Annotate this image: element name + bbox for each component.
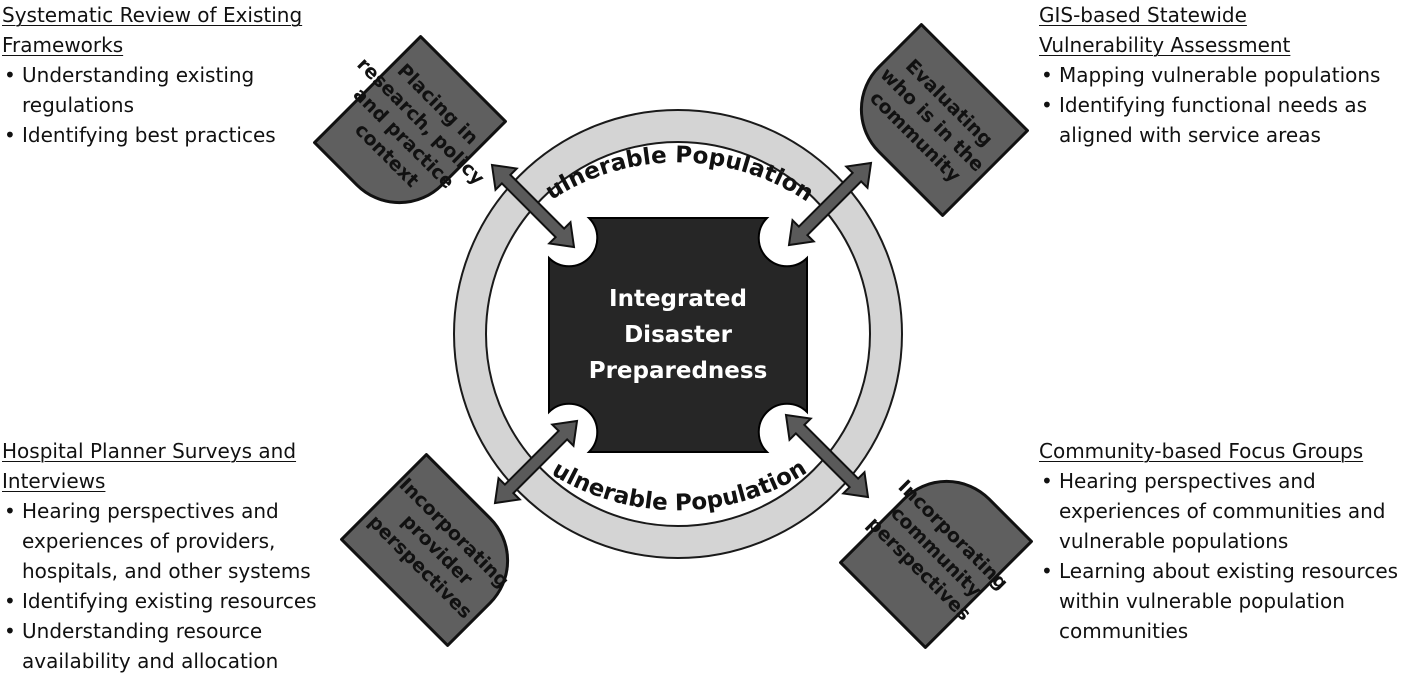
- bullet-text: experiences of communities and: [1059, 499, 1386, 523]
- bullet-item: Learning about existing resources within…: [1039, 556, 1401, 646]
- block-bl-heading-line-1: Hospital Planner Surveys and: [2, 439, 297, 463]
- block-systematic-review: Systematic Review of Existing Frameworks…: [2, 0, 332, 150]
- bullet-item: Mapping vulnerable populations: [1039, 60, 1401, 90]
- bullet-text: aligned with service areas: [1059, 123, 1321, 147]
- block-tl-bullets: Understanding existing regulations Ident…: [2, 60, 332, 150]
- block-tl-heading-line-2: Frameworks: [2, 33, 124, 57]
- arrow-bottom-left: [493, 419, 579, 505]
- block-tr-heading-line-1: GIS-based Statewide: [1039, 3, 1247, 27]
- bullet-item: Understanding existing regulations: [2, 60, 332, 120]
- arrow-top-left: [490, 163, 576, 249]
- central-box: Integrated Disaster Preparedness: [548, 217, 808, 453]
- central-label-line-3: Preparedness: [589, 358, 768, 384]
- bullet-text: vulnerable populations: [1059, 529, 1289, 553]
- bullet-item: Hearing perspectives and experiences of …: [1039, 466, 1401, 556]
- bullet-text: Identifying existing resources: [22, 589, 317, 613]
- bullet-text: Identifying best practices: [22, 123, 276, 147]
- bullet-text: Hearing perspectives and: [1059, 469, 1316, 493]
- bullet-text: Identifying functional needs as: [1059, 93, 1368, 117]
- block-bl-bullets: Hearing perspectives and experiences of …: [2, 496, 342, 676]
- bullet-text: Hearing perspectives and: [22, 499, 279, 523]
- arrow-top-right: [787, 161, 873, 247]
- block-community-focus-groups: Community-based Focus Groups Hearing per…: [1039, 436, 1401, 646]
- bullet-text: experiences of providers,: [22, 529, 276, 553]
- block-tr-heading-line-2: Vulnerability Assessment: [1039, 33, 1291, 57]
- box-research-policy-context: Placing in research, policy and practice…: [313, 35, 507, 205]
- block-hospital-planner-surveys: Hospital Planner Surveys and Interviews …: [2, 436, 342, 676]
- bullet-item: Identifying existing resources: [2, 586, 342, 616]
- bullet-text: within vulnerable population: [1059, 589, 1345, 613]
- bullet-item: Identifying functional needs as aligned …: [1039, 90, 1401, 150]
- bullet-text: availability and allocation: [22, 649, 279, 673]
- block-tr-bullets: Mapping vulnerable populations Identifyi…: [1039, 60, 1401, 150]
- bullet-text: Mapping vulnerable populations: [1059, 63, 1381, 87]
- bullet-text: Learning about existing resources: [1059, 559, 1399, 583]
- block-bl-heading-line-2: Interviews: [2, 469, 106, 493]
- block-br-heading-line-1: Community-based Focus Groups: [1039, 439, 1364, 463]
- bullet-item: Identifying best practices: [2, 120, 332, 150]
- box-who-is-in-community: Evaluating who is in the community: [859, 23, 1029, 217]
- block-tl-heading-line-1: Systematic Review of Existing: [2, 3, 303, 27]
- block-gis-assessment: GIS-based Statewide Vulnerability Assess…: [1039, 0, 1401, 150]
- bullet-text: regulations: [22, 93, 135, 117]
- central-label-line-1: Integrated: [609, 286, 747, 312]
- bullet-text: hospitals, and other systems: [22, 559, 311, 583]
- bullet-text: communities: [1059, 619, 1189, 643]
- bullet-item: Hearing perspectives and experiences of …: [2, 496, 342, 586]
- arrow-bottom-right: [784, 413, 870, 499]
- bullet-item: Understanding resource availability and …: [2, 616, 342, 676]
- bullet-text: Understanding resource: [22, 619, 263, 643]
- block-br-bullets: Hearing perspectives and experiences of …: [1039, 466, 1401, 646]
- central-label-line-2: Disaster: [624, 322, 732, 348]
- bullet-text: Understanding existing: [22, 63, 255, 87]
